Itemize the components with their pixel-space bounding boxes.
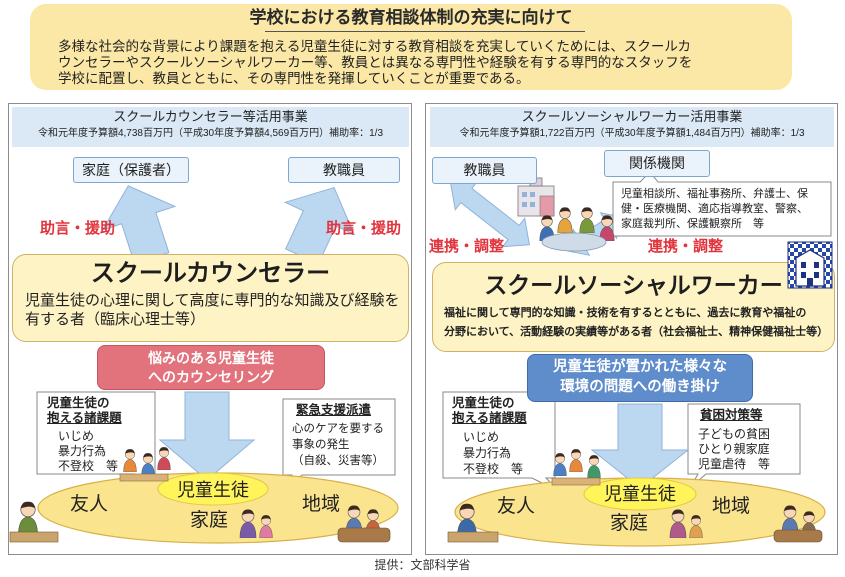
sofa <box>337 527 391 543</box>
student-figure <box>157 446 171 470</box>
social-worker-program-band <box>430 107 834 147</box>
students-label: 児童生徒 <box>604 484 676 504</box>
environment-support-text: 環境の問題への働き掛け <box>560 379 720 395</box>
issue-item: いじめ <box>58 429 95 443</box>
counselor-description: 児童生徒の心理に関して高度に専門的な知識及び経験を <box>25 292 400 309</box>
issues-heading: 抱える諸課題 <box>452 411 527 425</box>
social-worker-description: 分野において、活動経験の実績等がある者（社会福祉士、精神保健福祉士等） <box>444 326 829 338</box>
adult-illustration-left <box>9 501 59 543</box>
advice-support-label: 助言・援助 <box>326 220 402 237</box>
student-oval-left <box>157 472 269 506</box>
environment-support-box <box>527 354 753 402</box>
family-illustration-right <box>669 504 823 543</box>
agency-line: 健・医療機関、適応指導教室、警察、 <box>621 203 808 215</box>
down-arrow-right <box>590 403 690 489</box>
poverty-item: ひとり親家庭 <box>698 442 770 456</box>
agency-line: 家庭裁判所、保護観察所 等 <box>621 218 764 230</box>
agencies-box: 関係機関 <box>604 150 710 177</box>
poverty-item: 児童虐待 等 <box>698 457 771 471</box>
coordination-label: 連携・調整 <box>648 238 724 255</box>
friends-label: 友人 <box>497 496 536 517</box>
counseling-text: 悩みのある児童生徒 <box>148 350 274 366</box>
home-label: 家庭 <box>610 513 649 534</box>
students-illustration-left <box>119 446 171 482</box>
environment-support-text: 児童生徒が置かれた様々な <box>553 359 727 375</box>
issue-item: 暴力行為 <box>463 446 512 460</box>
header-text-line: 学校に配置し、教員とともに、その専門性を発揮していくことが重要である。 <box>58 71 530 86</box>
issues-heading: 児童生徒の <box>47 396 110 410</box>
social-worker-program-budget: 令和元年度予算額1,722百万円（平成30年度予算額1,484百万円）補助率：1… <box>459 128 805 139</box>
down-arrow-left <box>158 391 256 481</box>
counselor-program-budget: 令和元年度予算額4,738百万円（平成30年度予算額4,569百万円）補助率：1… <box>37 128 384 139</box>
community-label: 地域 <box>302 494 341 515</box>
header-divider <box>265 31 585 32</box>
emergency-heading: 緊急支援派遣 <box>296 403 372 417</box>
double-arrow-teachers-meeting <box>450 180 530 248</box>
counselor-role-box <box>12 254 409 342</box>
agency-line: 児童相談所、福祉事務所、弁護士、保 <box>621 188 808 200</box>
emergency-item: 事象の発生 <box>292 439 350 451</box>
friends-label: 友人 <box>70 494 109 515</box>
issue-item: いじめ <box>463 430 500 444</box>
meeting-table <box>541 232 607 252</box>
student-figure <box>587 454 601 478</box>
student-figure <box>553 452 567 476</box>
counselor-program-title: スクールカウンセラー等活用事業 <box>113 109 308 124</box>
advice-support-label: 助言・援助 <box>40 220 116 237</box>
counseling-text: へのカウンセリング <box>148 369 274 385</box>
coordination-label: 連携・調整 <box>429 238 505 255</box>
issue-item: 暴力行為 <box>58 444 107 458</box>
community-label: 地域 <box>712 496 751 517</box>
poverty-heading: 貧困対策等 <box>700 408 763 422</box>
emergency-item: 心のケアを要する <box>292 423 384 435</box>
adult-illustration-right <box>447 503 499 543</box>
meeting-illustration <box>539 206 615 252</box>
counselor-title: スクールカウンセラー <box>90 260 331 287</box>
desk <box>119 473 169 482</box>
issues-heading: 抱える諸課題 <box>47 411 122 425</box>
counseling-box <box>97 345 325 390</box>
social-worker-role-box <box>432 262 835 352</box>
desk <box>447 531 499 543</box>
issue-item: 不登校 等 <box>58 459 119 473</box>
student-figure <box>569 448 583 472</box>
counselor-program-band <box>12 107 409 147</box>
sofa <box>773 529 823 543</box>
header-text-line: ウンセラーやスクールソーシャルワーカー等、教員とは異なる専門性や経験を有する専門… <box>58 55 693 70</box>
poverty-item: 子どもの貧困 <box>698 427 771 441</box>
student-oval-right <box>583 477 697 511</box>
meeting-figure <box>579 206 595 233</box>
issues-heading: 児童生徒の <box>452 396 515 410</box>
counselor-description: 有する者（臨床心理士等） <box>25 311 206 328</box>
teachers-box: 教職員 <box>288 157 400 183</box>
person-figure <box>17 501 39 536</box>
home-label: 家庭 <box>190 510 229 531</box>
family-box: 家庭（保護者） <box>73 157 189 183</box>
header-box <box>30 4 792 90</box>
social-worker-program-title: スクールソーシャルワーカー活用事業 <box>521 109 743 124</box>
students-label: 児童生徒 <box>177 480 249 500</box>
desk <box>9 531 59 543</box>
source-caption: 提供：文部科学省 <box>374 558 471 572</box>
family-illustration-left <box>239 504 391 543</box>
meeting-figure <box>557 206 573 233</box>
social-worker-description: 福祉に関して専門的な知識・技術を有するとともに、過去に教育や福祉の <box>444 307 807 319</box>
checkered-building-icon <box>787 241 833 289</box>
issue-item: 不登校 等 <box>463 462 524 476</box>
header-title: 学校における教育相談体制の充実に向けて <box>249 8 573 27</box>
social-worker-title: スクールソーシャルワーカー <box>484 272 783 298</box>
desk <box>551 477 601 486</box>
school-building-icon <box>517 177 555 217</box>
teachers-box: 教職員 <box>432 157 537 184</box>
students-illustration-right <box>551 448 601 486</box>
agencies-bubble <box>612 171 832 237</box>
header-text-line: 多様な社会的な背景により課題を抱える児童生徒に対する教育相談を充実していくために… <box>58 39 692 54</box>
emergency-item: （自殺、災害等） <box>292 455 384 467</box>
